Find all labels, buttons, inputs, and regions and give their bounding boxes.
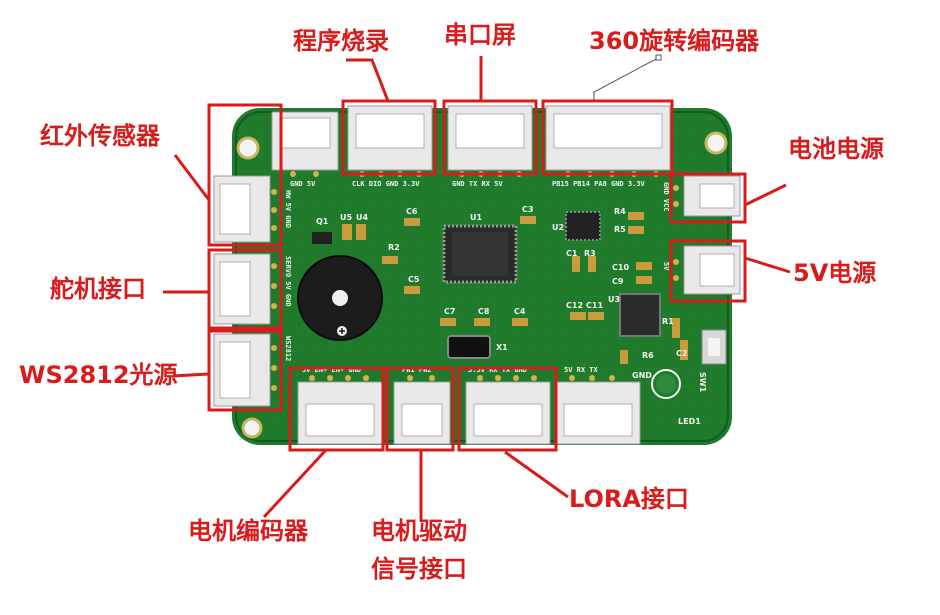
ref-label: SW1	[698, 372, 707, 393]
encoder-leader	[593, 54, 662, 101]
u3-regulator	[619, 293, 661, 337]
label-program-burn: 程序烧录	[293, 27, 389, 55]
buzzer	[297, 255, 383, 341]
ref-label: C6	[406, 207, 418, 216]
bottom-connectors	[297, 381, 641, 445]
ref-label: U3	[608, 295, 620, 304]
label-ir-sensor: 红外传感器	[40, 122, 160, 150]
silk-top-left: GND 5V	[290, 180, 316, 188]
ref-label: C12	[566, 301, 583, 310]
ref-label: C3	[522, 205, 533, 214]
ref-label: X1	[496, 343, 508, 352]
label-motor-driver-line2: 信号接口	[371, 555, 467, 583]
ref-label: GND	[632, 371, 652, 380]
highlight-boxes	[207, 99, 747, 452]
box-program-burn	[341, 99, 437, 176]
ref-label: U2	[552, 223, 564, 232]
ref-label: C4	[514, 307, 526, 316]
ref-label: U4	[356, 213, 368, 222]
top-connectors	[271, 105, 671, 171]
silk-encoder: PB15 PB14 PA8 GND 3.3V	[552, 180, 646, 188]
ref-label: R6	[642, 351, 654, 360]
label-serial-screen: 串口屏	[444, 21, 516, 49]
leader-lines	[163, 56, 791, 522]
ref-label: C11	[586, 301, 603, 310]
label-power-5v: 5V电源	[793, 259, 877, 287]
label-servo-port: 舵机接口	[50, 275, 146, 303]
box-servo	[207, 248, 283, 330]
silk-motor-enc: 5V EN+ EN- GND	[302, 366, 361, 374]
right-connectors	[683, 175, 741, 295]
ref-label: U1	[470, 213, 482, 222]
silk-gnd-vcc-side: GND VCC	[662, 182, 670, 212]
box-encoder-360	[541, 99, 674, 176]
ref-label: R3	[584, 249, 596, 258]
ref-label: C9	[612, 277, 624, 286]
box-ws2812	[207, 329, 283, 412]
ref-label: U5	[340, 213, 352, 222]
mcu-chip	[442, 224, 518, 284]
ref-label: C8	[478, 307, 490, 316]
silk-servo-side: SERVO 5V GND	[284, 256, 292, 307]
box-motor-encoder	[288, 366, 385, 452]
box-lora	[457, 366, 558, 452]
box-serial-screen	[442, 99, 538, 176]
ref-label: R4	[614, 207, 626, 216]
label-motor-driver-line1: 电机驱动	[371, 517, 467, 545]
ref-label: C1	[566, 249, 578, 258]
ref-label: C7	[444, 307, 455, 316]
silk-right-bottom: 5V RX TX	[564, 366, 599, 374]
label-battery-power: 电池电源	[788, 135, 884, 163]
box-battery	[669, 172, 747, 224]
ref-label: Q1	[316, 217, 329, 226]
silk-lora: 3.3V RX TX GND	[468, 366, 527, 374]
left-pins	[271, 189, 277, 391]
box-5v-power	[669, 239, 747, 303]
ref-label: C2	[676, 349, 687, 358]
ref-label: R5	[614, 225, 626, 234]
ref-label: C5	[408, 275, 420, 284]
silk-serial: GND TX RX 5V	[452, 180, 503, 188]
mounting-holes	[236, 131, 728, 439]
silk-ws-side: WS2812	[284, 336, 292, 361]
label-encoder-360: 360旋转编码器	[589, 27, 760, 55]
silk-5v-side: 5V	[662, 262, 670, 271]
label-motor-encoder: 电机编码器	[188, 517, 308, 545]
u2-chip	[565, 211, 601, 241]
box-ir-sensor	[207, 103, 283, 247]
passive-components	[342, 212, 688, 364]
bottom-pins	[309, 375, 615, 381]
ref-label: C10	[612, 263, 629, 272]
left-connectors	[213, 175, 271, 407]
ref-label: R2	[388, 243, 400, 252]
label-ws2812: WS2812光源	[19, 361, 178, 389]
ref-label: R1	[662, 317, 674, 326]
silk-pwm: PW1 PW2	[402, 366, 432, 374]
q1-transistor	[312, 232, 332, 244]
crystal	[447, 335, 491, 359]
ref-label: LED1	[678, 417, 701, 426]
silk-ir-side: HW 5V GND	[284, 190, 292, 228]
led	[651, 369, 681, 399]
label-lora: LORA接口	[569, 485, 689, 513]
right-pins	[673, 185, 679, 281]
silk-burn: CLK DIO GND 3.3V	[352, 180, 420, 188]
